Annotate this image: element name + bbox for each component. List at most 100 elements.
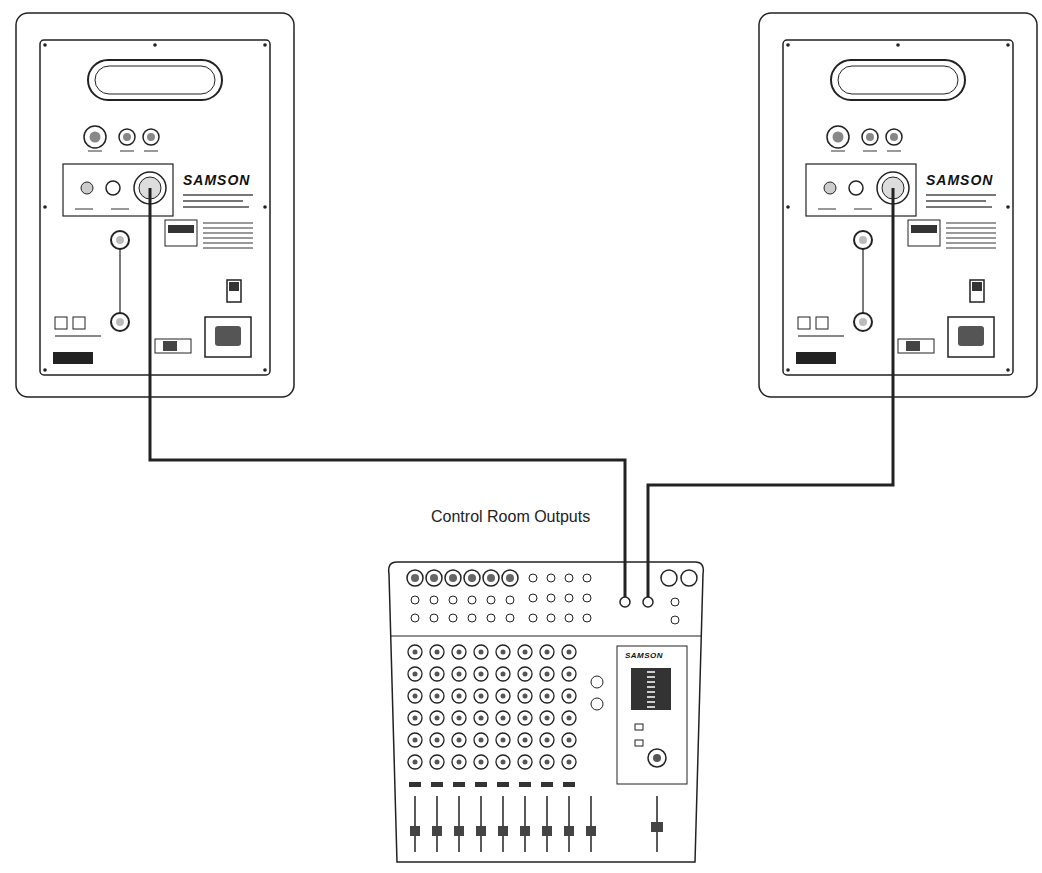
channel-knob — [430, 733, 444, 747]
channel-knob — [540, 689, 554, 703]
compliance-lettering — [55, 335, 101, 337]
channel-knob — [452, 733, 466, 747]
mute-button — [409, 782, 421, 787]
fader-slot — [414, 796, 416, 852]
stereo-jack — [529, 614, 537, 622]
knob-center — [479, 694, 484, 699]
model-lettering — [183, 206, 249, 208]
input-jack — [849, 181, 863, 195]
channel-knob — [496, 645, 510, 659]
stereo-jack — [583, 614, 591, 622]
channel-knob — [474, 667, 488, 681]
fader-cap — [564, 826, 574, 836]
meter-led — [647, 686, 655, 688]
master-section — [617, 646, 687, 784]
master-knob — [591, 676, 603, 688]
mic-input-inner — [449, 574, 457, 582]
input-jack — [81, 182, 93, 194]
power-switch-rocker — [972, 282, 982, 291]
line-input — [449, 596, 457, 604]
knob-center — [523, 738, 528, 743]
binding-post-core — [859, 318, 867, 326]
warning-lettering — [946, 237, 996, 239]
channel-knob — [408, 667, 422, 681]
xlr-cable — [149, 188, 152, 398]
channel-knob — [430, 711, 444, 725]
mute-button — [497, 782, 509, 787]
fuse-cap — [906, 341, 920, 351]
knob-center — [501, 716, 506, 721]
mic-input-inner — [506, 574, 514, 582]
knob-center — [567, 716, 572, 721]
phones-knob — [648, 749, 666, 767]
stereo-jack — [583, 574, 591, 582]
channel-knob — [540, 733, 554, 747]
warning-lettering — [946, 222, 996, 224]
iec-inlet — [205, 317, 251, 357]
fader-slot — [568, 796, 570, 852]
channel-knob — [540, 755, 554, 769]
mic-input-inner — [430, 574, 438, 582]
mic-input-inner — [468, 574, 476, 582]
knob-center — [457, 672, 462, 677]
rear-panel — [783, 40, 1013, 375]
channel-knob — [518, 711, 532, 725]
knob-legend — [144, 150, 158, 152]
compliance-mark — [55, 317, 67, 329]
stereo-jack — [565, 574, 573, 582]
knob-center — [545, 650, 550, 655]
status-led — [635, 724, 643, 730]
channel-knob — [452, 667, 466, 681]
channel-knob — [474, 645, 488, 659]
meter-led — [647, 681, 655, 683]
knob-center — [523, 760, 528, 765]
mic-input — [464, 570, 480, 586]
knob-center — [435, 650, 440, 655]
insert-jack — [449, 614, 457, 622]
warning-lettering — [203, 247, 253, 249]
speaker-illustration — [15, 12, 295, 398]
panel-screw — [1006, 368, 1010, 372]
panel-screw — [263, 43, 267, 47]
knob-center — [523, 694, 528, 699]
knob-center — [413, 694, 418, 699]
knob-center — [545, 694, 550, 699]
knob-center — [413, 738, 418, 743]
speaker-cable — [648, 398, 893, 560]
mic-input-inner — [487, 574, 495, 582]
insert-jack — [468, 614, 476, 622]
model-lettering — [183, 194, 253, 196]
knob-center — [479, 738, 484, 743]
channel-knob — [540, 667, 554, 681]
meter-led — [647, 671, 655, 673]
line-input — [487, 596, 495, 604]
spec-label — [165, 220, 197, 246]
stereo-jack — [547, 594, 555, 602]
fader-cap — [586, 826, 596, 836]
binding-post-core — [116, 318, 124, 326]
fader-slot — [590, 796, 592, 852]
iec-socket — [958, 326, 984, 346]
knob-legend — [120, 150, 134, 152]
channel-knob — [496, 711, 510, 725]
knob-legend — [887, 150, 901, 152]
spec-label-dark — [911, 225, 937, 233]
knob-center — [567, 694, 572, 699]
port-slot-inner — [838, 66, 958, 94]
knob-center — [435, 716, 440, 721]
fader-slot — [546, 796, 548, 852]
master-fader-cap — [651, 822, 663, 832]
fader-slot — [524, 796, 526, 852]
channel-knob — [562, 689, 576, 703]
fader-cap — [498, 826, 508, 836]
fuse-holder — [155, 339, 191, 353]
panel-screw — [896, 43, 900, 47]
channel-knob — [518, 667, 532, 681]
knob-cap — [123, 133, 131, 141]
knob-cap — [833, 132, 844, 143]
meter-led — [647, 676, 655, 678]
control-knob — [119, 129, 135, 145]
stereo-jack — [583, 594, 591, 602]
binding-post — [854, 231, 872, 249]
knob-legend — [863, 150, 877, 152]
